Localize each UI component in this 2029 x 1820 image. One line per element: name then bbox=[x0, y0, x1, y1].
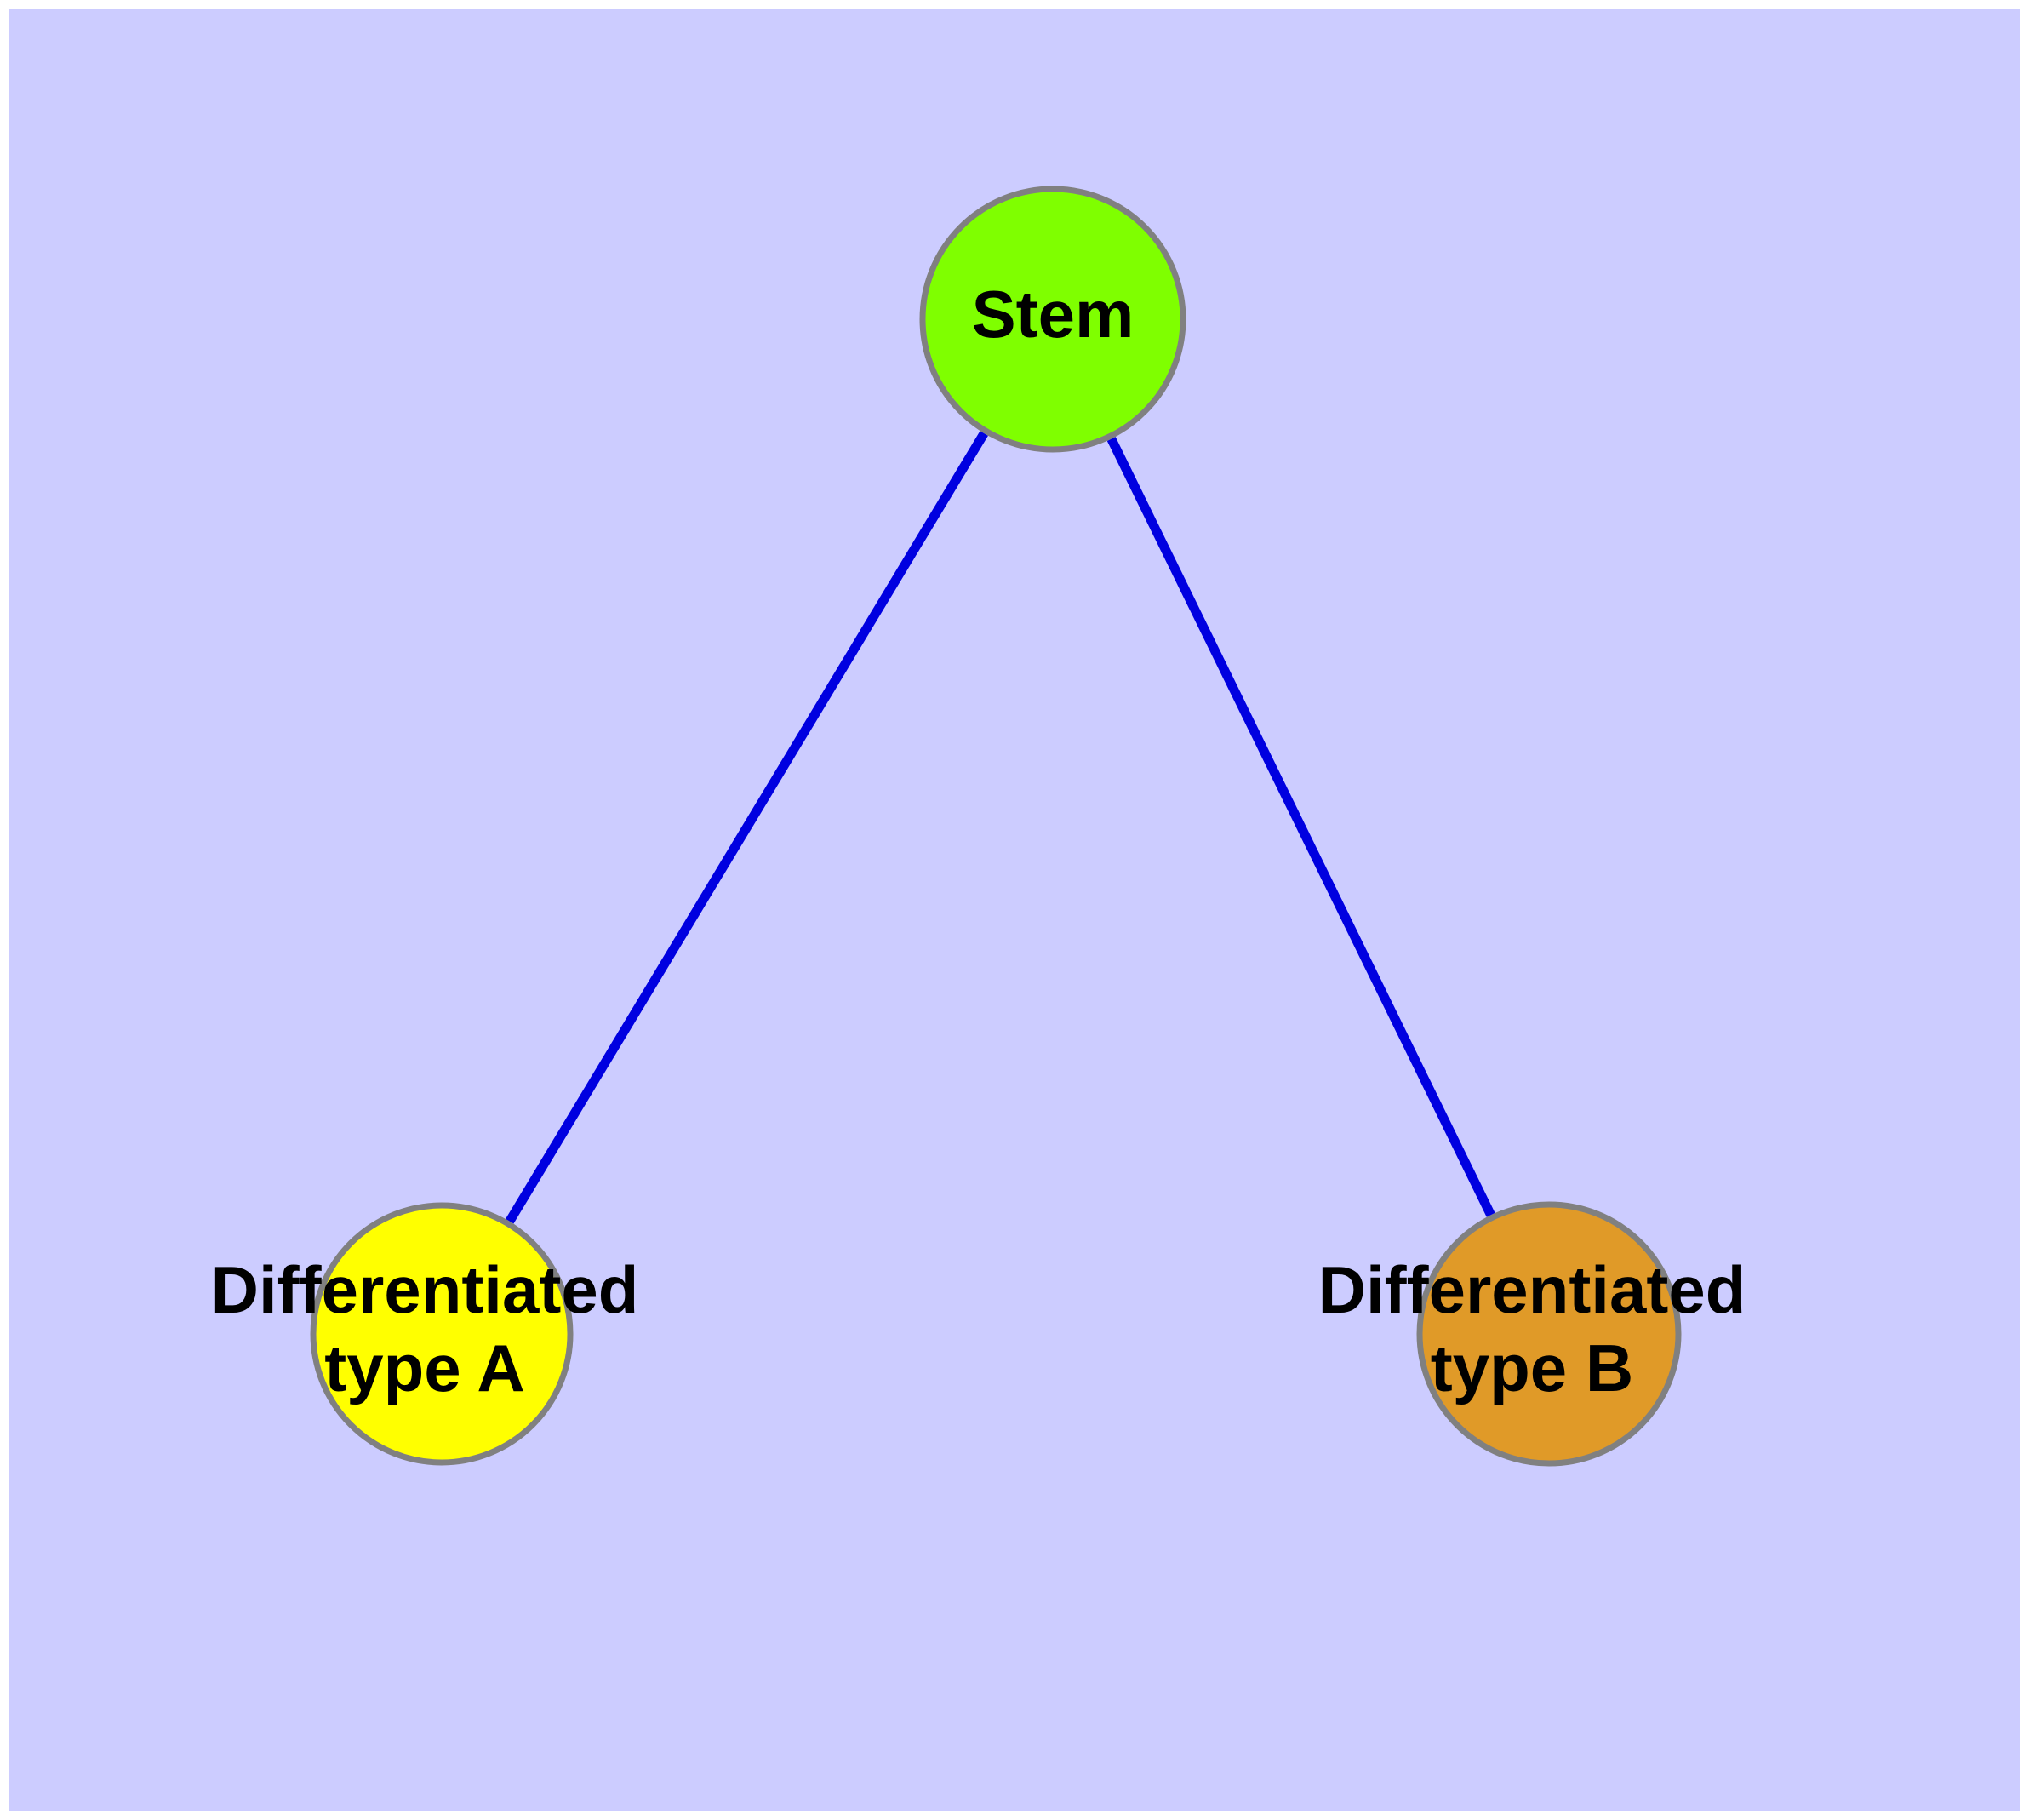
node-diff_a[interactable] bbox=[310, 1202, 574, 1466]
node-label-stem: Stem bbox=[972, 277, 1135, 352]
edge-stem-diff-a bbox=[506, 431, 988, 1224]
node-label-line: Differentiated bbox=[211, 1252, 639, 1327]
nodes-group bbox=[310, 186, 1682, 1467]
node-label-line: Stem bbox=[972, 277, 1135, 352]
edge-stem-diff-b bbox=[1106, 437, 1495, 1217]
node-label-line: type A bbox=[324, 1331, 525, 1405]
node-stem[interactable] bbox=[919, 186, 1186, 453]
node-label-line: type B bbox=[1431, 1331, 1633, 1405]
node-label-line: Differentiated bbox=[1318, 1252, 1746, 1327]
edges-group bbox=[506, 431, 1495, 1224]
node-diff_b[interactable] bbox=[1416, 1201, 1682, 1467]
